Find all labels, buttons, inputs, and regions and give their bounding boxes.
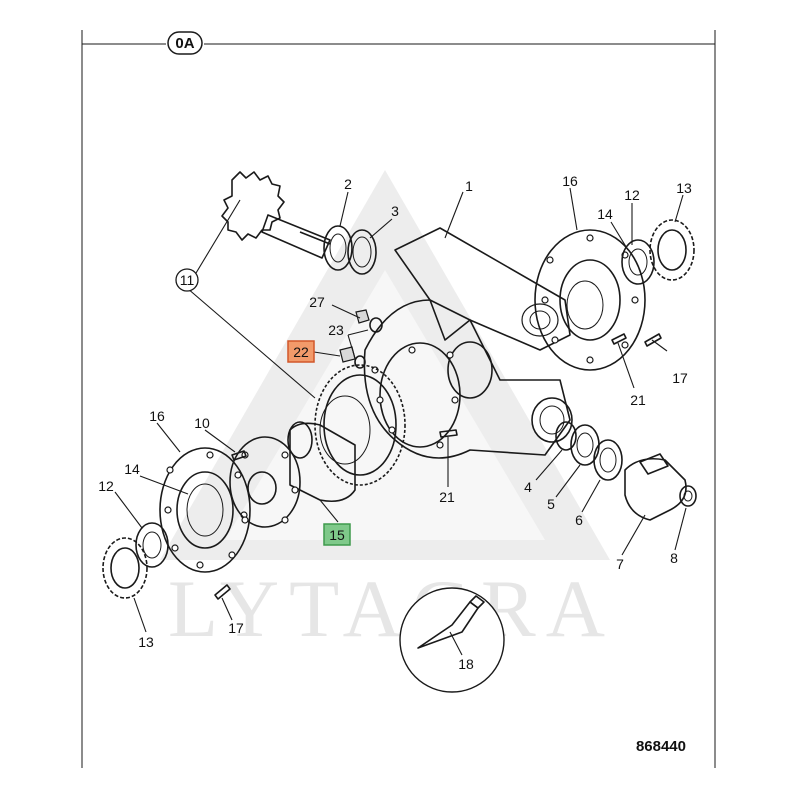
right-flange-part [534,229,646,371]
callout-14-left: 14 [124,461,140,477]
pinion-shaft-part [221,171,331,259]
callout-14-right: 14 [597,206,613,222]
callout-8: 8 [670,550,678,566]
axle-housing-part [363,227,573,459]
callout-labels: 1 2 3 16 12 13 14 11 27 23 22 17 21 16 1… [98,173,692,755]
right-bearing-12-part [621,239,655,285]
section-badge-label: 0A [175,35,194,52]
callout-5: 5 [547,496,555,512]
callout-27: 27 [309,294,325,310]
bearing-2-part [323,225,353,271]
callout-2: 2 [344,176,352,192]
callout-12-left: 12 [98,478,114,494]
seal-6-part [593,439,623,481]
section-badge: 0A [167,31,203,55]
left-flange-part [159,447,251,573]
callout-18: 18 [458,656,474,672]
callout-21-right: 21 [630,392,646,408]
bolt-17-right-part [644,333,662,347]
callout-6: 6 [575,512,583,528]
seal-3-part [347,229,377,275]
differential-case-part [287,421,356,503]
callout-13-right: 13 [676,180,692,196]
bolt-10-part [231,450,247,461]
callout-4: 4 [524,479,532,495]
pin-21-center-part [439,429,458,438]
callout-17-left: 17 [228,620,244,636]
callout-1: 1 [465,178,473,194]
right-ring-gear-13-part [649,219,695,281]
left-ring-gear-13-part [102,537,148,599]
leader-lines [114,187,687,656]
pin-21-right-part [611,333,627,345]
watermark-logo: LYTAGRA [160,170,615,654]
drawing-number: 868440 [636,738,686,755]
callout-23: 23 [328,322,344,338]
callout-7: 7 [616,556,624,572]
callout-13-left: 13 [138,634,154,650]
callout-15-highlight: 15 [323,523,351,546]
nut-8-part [679,485,697,507]
left-carrier-part [229,436,301,528]
callout-15: 15 [329,527,345,543]
watermark-text: LYTAGRA [168,563,615,654]
sealant-inset [399,587,505,693]
callout-16-right: 16 [562,173,578,189]
bolt-17-left-part [214,584,231,600]
callout-22-highlight: 22 [287,340,315,363]
callout-16-left: 16 [149,408,165,424]
left-bearing-12-part [135,522,169,568]
callout-22: 22 [293,344,309,360]
crown-wheel-part [314,364,406,486]
callout-12-right: 12 [624,187,640,203]
svg-text:11: 11 [180,272,195,288]
plug-22-part [339,346,366,369]
yoke-7-part [624,453,687,521]
callout-21-center: 21 [439,489,455,505]
callout-3: 3 [391,203,399,219]
callout-10: 10 [194,415,210,431]
callout-11: 11 [175,268,199,292]
callout-17-right: 17 [672,370,688,386]
plug-27-part [355,309,383,333]
seal-4-part [555,421,577,451]
